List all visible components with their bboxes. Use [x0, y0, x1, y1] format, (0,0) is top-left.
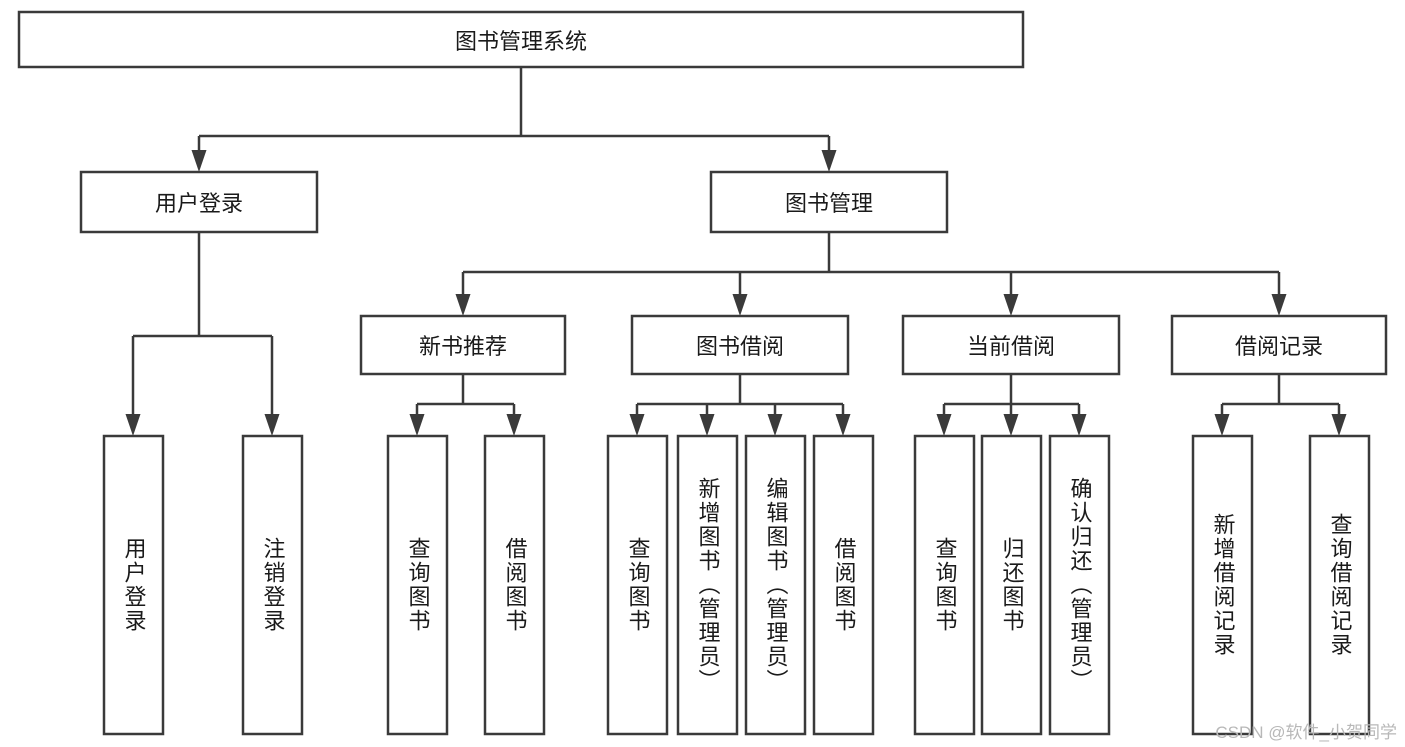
node-box-book-borrow[interactable] [630, 314, 850, 376]
arrow-head-1 [732, 294, 748, 316]
node-box-leaf-query-book-3[interactable] [913, 434, 976, 736]
node-box-leaf-borrow-book-1[interactable] [483, 434, 546, 736]
node-box-leaf-confirm-return[interactable] [1048, 434, 1111, 736]
node-box-leaf-query-record[interactable] [1308, 434, 1371, 736]
node-box-leaf-return-book[interactable] [980, 434, 1043, 736]
arrow-head-0 [629, 414, 645, 436]
node-box-leaf-add-record[interactable] [1191, 434, 1254, 736]
arrow-head-2 [1003, 294, 1019, 316]
connector-new-book-rec [409, 374, 522, 436]
node-box-leaf-edit-book[interactable] [744, 434, 807, 736]
arrow-head-2 [1071, 414, 1087, 436]
node-box-leaf-user-login[interactable] [102, 434, 165, 736]
node-box-root[interactable] [17, 10, 1025, 69]
arrow-head-3 [1271, 294, 1287, 316]
arrow-head-1 [699, 414, 715, 436]
arrow-head-1 [1003, 414, 1019, 436]
node-box-book-manage[interactable] [709, 170, 949, 234]
node-box-leaf-query-book-1[interactable] [386, 434, 449, 736]
node-box-current-borrow[interactable] [901, 314, 1121, 376]
connector-book-borrow [629, 374, 851, 436]
connector-layer [125, 67, 1347, 436]
connector-borrow-record [1214, 374, 1347, 436]
arrow-head-0 [1214, 414, 1230, 436]
arrow-head-1 [821, 150, 837, 172]
connector-current-borrow [936, 374, 1087, 436]
node-box-leaf-borrow-book-2[interactable] [812, 434, 875, 736]
arrow-head-1 [1331, 414, 1347, 436]
arrow-head-0 [125, 414, 141, 436]
arrow-head-1 [264, 414, 280, 436]
node-box-leaf-query-book-2[interactable] [606, 434, 669, 736]
node-box-borrow-record[interactable] [1170, 314, 1388, 376]
node-layer [17, 10, 1388, 736]
node-box-user-login[interactable] [79, 170, 319, 234]
arrow-head-2 [767, 414, 783, 436]
node-box-leaf-logout[interactable] [241, 434, 304, 736]
node-box-new-book-rec[interactable] [359, 314, 567, 376]
connector-book-manage [455, 232, 1287, 316]
connector-user-login [125, 232, 280, 436]
arrow-head-3 [835, 414, 851, 436]
arrow-head-0 [409, 414, 425, 436]
arrow-head-0 [455, 294, 471, 316]
node-box-leaf-add-book[interactable] [676, 434, 739, 736]
connector-root [191, 67, 837, 172]
arrow-head-0 [191, 150, 207, 172]
arrow-head-0 [936, 414, 952, 436]
arrow-head-1 [506, 414, 522, 436]
